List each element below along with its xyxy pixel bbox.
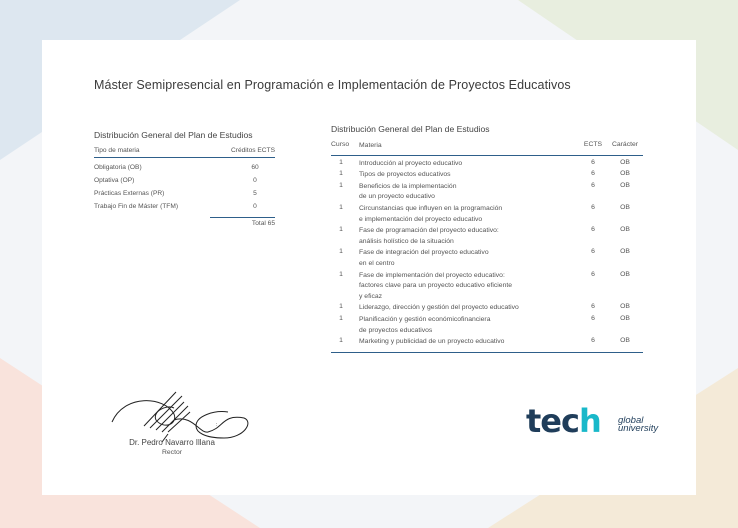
summary-table-header: Tipo de materia Créditos ECTS [94, 147, 275, 158]
header-materia: Materia [359, 142, 382, 149]
header-type: Tipo de materia [94, 147, 140, 154]
summary-table-title: Distribución General del Plan de Estudio… [94, 130, 253, 140]
table-row: Optativa (OP)0 [94, 177, 257, 184]
svg-text::: : [216, 422, 217, 428]
header-curso: Curso [331, 141, 350, 148]
table-row: Obligatoria (OB)60 [94, 164, 259, 171]
signatory-name: Dr. Pedro Navarro Illana [129, 438, 215, 447]
total-credits: Total 65 [210, 217, 275, 227]
table-row: Prácticas Externas (PR)5 [94, 190, 257, 197]
page-title: Máster Semipresencial en Programación e … [94, 78, 571, 92]
subjects-table-title: Distribución General del Plan de Estudio… [331, 124, 490, 134]
table-row: Trabajo Fin de Máster (TFM)0 [94, 203, 257, 210]
header-caracter: Carácter [611, 141, 639, 148]
signature-image: : [111, 391, 249, 443]
signatory-role: Rector [161, 449, 183, 456]
subjects-table-header: Curso Materia ECTS Carácter [331, 141, 643, 156]
header-credits: Créditos ECTS [231, 147, 275, 154]
credits-summary-table: Distribución General del Plan de Estudio… [94, 130, 275, 227]
table-end-line [331, 351, 643, 353]
certificate-card: Máster Semipresencial en Programación e … [42, 40, 696, 495]
subjects-table: Distribución General del Plan de Estudio… [331, 124, 643, 353]
header-ects: ECTS [583, 141, 603, 148]
